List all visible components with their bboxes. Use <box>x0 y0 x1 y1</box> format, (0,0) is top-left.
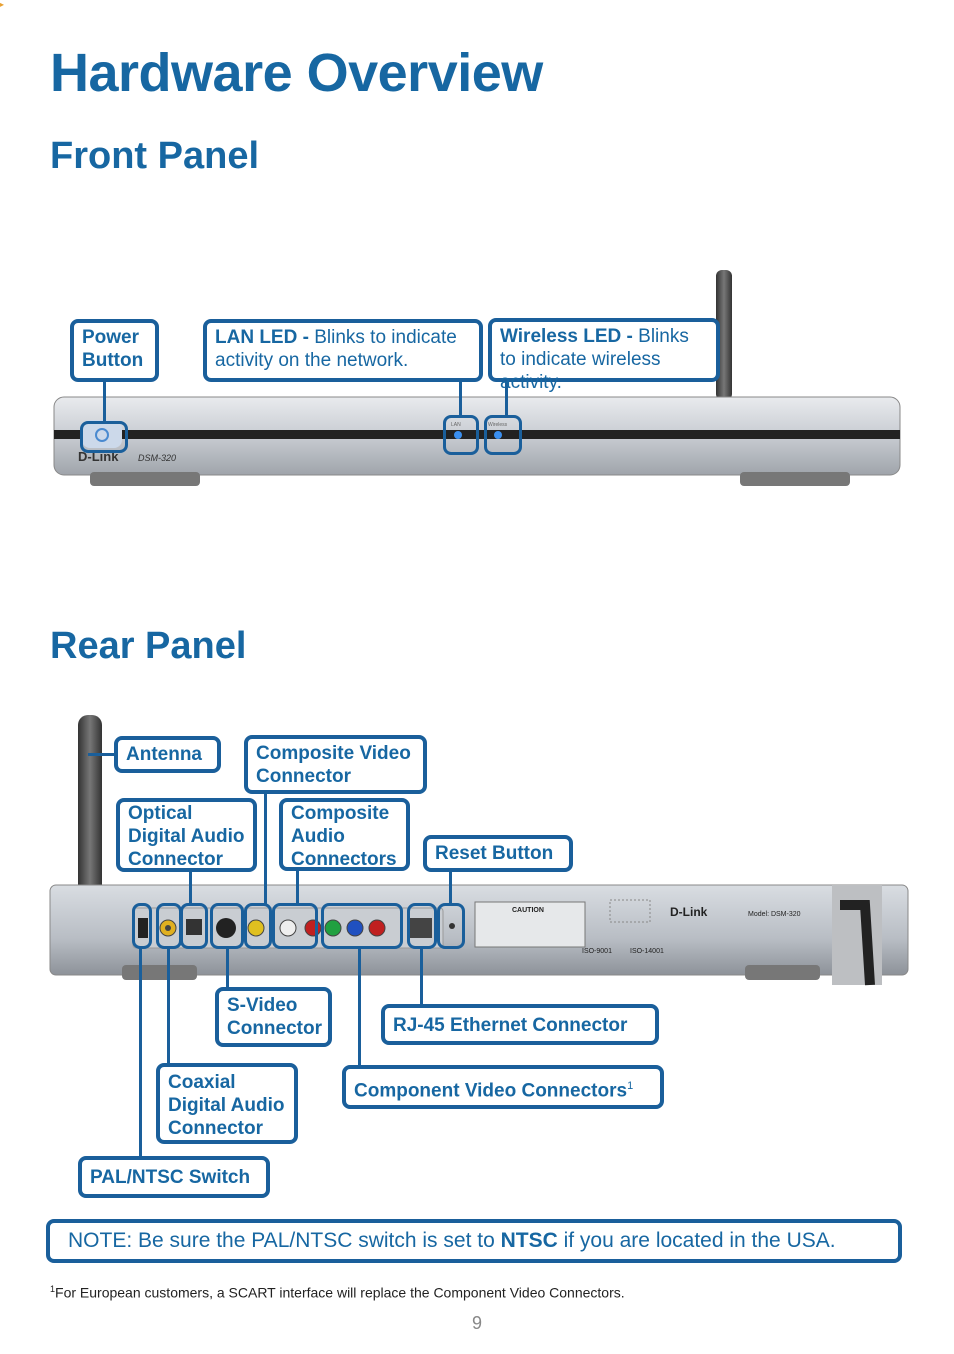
composite-audio-highlight <box>272 903 318 949</box>
ntsc-note: NOTE: Be sure the PAL/NTSC switch is set… <box>46 1219 902 1263</box>
pal-ntsc-callout: PAL/NTSC Switch <box>78 1156 270 1198</box>
composite-audio-callout: Composite Audio Connectors <box>279 798 410 871</box>
svg-text:ISO-14001: ISO-14001 <box>630 948 664 955</box>
svg-text:CAUTION: CAUTION <box>512 907 544 914</box>
corner-mark: ▸ <box>0 0 5 9</box>
reset-button-callout: Reset Button <box>423 835 573 872</box>
power-button-callout: Power Button <box>70 319 159 382</box>
component-video-callout: Component Video Connectors1 <box>342 1065 664 1109</box>
optical-highlight <box>180 903 208 949</box>
wireless-led-highlight <box>484 415 522 455</box>
antenna-rear <box>78 715 102 940</box>
composite-video-callout: Composite Video Connector <box>244 735 427 794</box>
rj45-callout: RJ-45 Ethernet Connector <box>381 1004 659 1045</box>
front-panel-heading: Front Panel <box>50 135 260 177</box>
lan-led-highlight <box>443 415 479 455</box>
pal-switch-highlight <box>132 903 152 949</box>
wireless-led-callout: Wireless LED - Blinks to indicate wirele… <box>488 318 720 393</box>
svg-text:D-Link: D-Link <box>670 905 708 919</box>
footnote: 1For European customers, a SCART interfa… <box>50 1284 625 1301</box>
svg-text:DSM-320: DSM-320 <box>138 453 176 463</box>
rear-panel-heading: Rear Panel <box>50 625 247 667</box>
svideo-callout: S-Video Connector <box>215 987 332 1047</box>
rj45-highlight <box>407 903 437 949</box>
power-button-highlight <box>80 421 128 453</box>
component-video-highlight <box>321 903 403 949</box>
antenna-front <box>716 270 732 400</box>
page-title: Hardware Overview <box>50 43 543 103</box>
svideo-highlight <box>210 903 244 949</box>
antenna-callout: Antenna <box>114 736 221 773</box>
reset-highlight <box>437 903 465 949</box>
svg-text:ISO-9001: ISO-9001 <box>582 948 612 955</box>
svg-text:Wireless: Wireless <box>488 422 508 428</box>
optical-callout: Optical Digital Audio Connector <box>116 798 257 872</box>
page-number: 9 <box>471 1313 482 1333</box>
lan-led-callout: LAN LED - Blinks to indicate activity on… <box>203 319 483 382</box>
svg-text:LAN: LAN <box>451 422 461 428</box>
composite-video-highlight <box>244 903 272 949</box>
svg-text:Model: DSM-320: Model: DSM-320 <box>748 911 801 918</box>
coaxial-callout: Coaxial Digital Audio Connector <box>156 1063 298 1144</box>
coaxial-highlight <box>156 903 182 949</box>
